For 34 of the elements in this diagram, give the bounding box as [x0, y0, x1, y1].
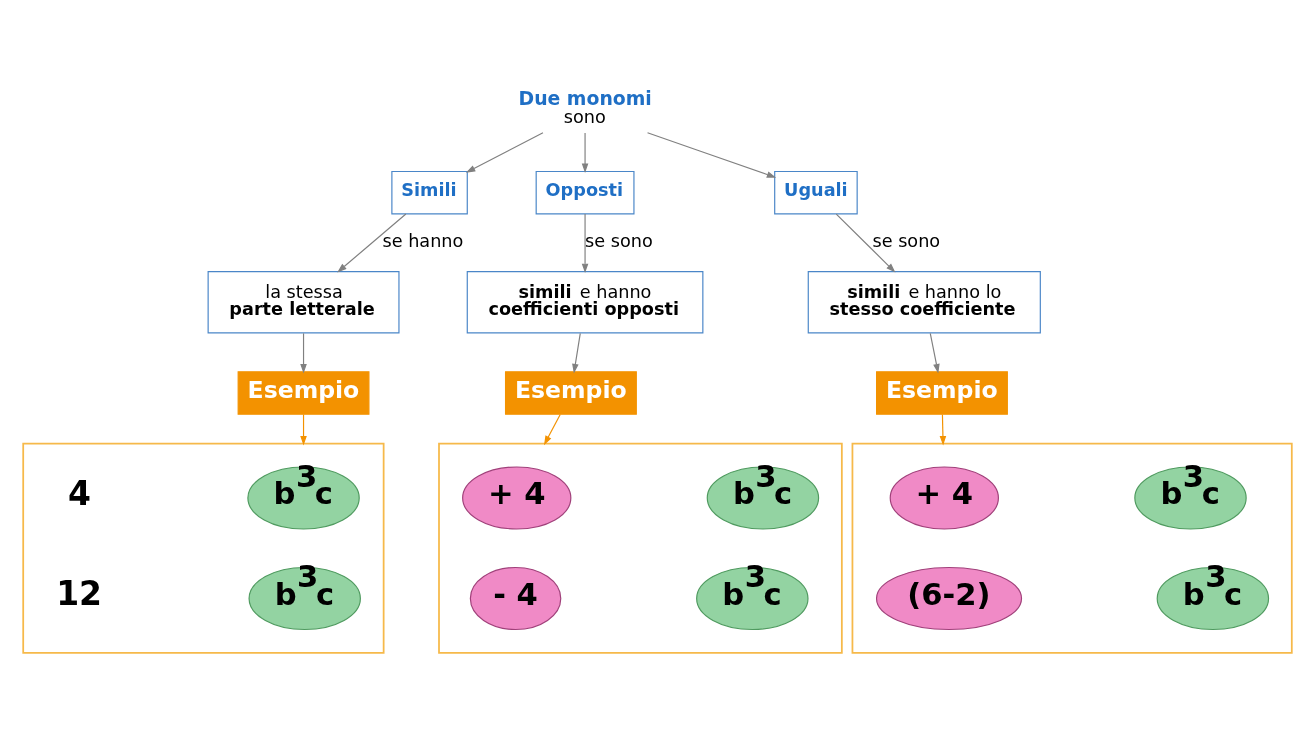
node-box: Simili: [391, 170, 468, 215]
cluster: [22, 442, 385, 654]
arrow: [337, 213, 407, 273]
arrow: [646, 132, 777, 178]
node-text: Due monomi sono: [518, 88, 652, 128]
node-ellipse: - 4: [469, 566, 562, 631]
edge-label: se hanno: [382, 230, 464, 251]
node-box: Opposti: [535, 170, 635, 215]
node-ellipse: + 4: [462, 466, 572, 530]
node-box: simili e hanno coefficienti opposti: [466, 271, 704, 334]
node-box: Esempio: [504, 371, 637, 415]
arrow: [835, 213, 896, 273]
node-box: Esempio: [237, 371, 370, 415]
label: 4: [67, 473, 91, 513]
arrow: [543, 413, 561, 446]
arrow: [939, 413, 947, 446]
arrow: [465, 132, 544, 173]
node-box: la stessa parte letterale: [207, 271, 400, 334]
arrow: [929, 332, 940, 374]
edge-label: se sono: [585, 230, 653, 251]
cluster: [851, 442, 1293, 654]
node-ellipse: (6-2): [875, 566, 1023, 631]
arrow: [581, 213, 589, 274]
node-box: simili e hanno lo stesso coefficiente: [807, 271, 1041, 334]
arrow: [300, 332, 307, 374]
arrow: [572, 332, 581, 374]
arrow: [581, 132, 589, 173]
edge-label: se sono: [872, 230, 941, 251]
label: 12: [56, 574, 103, 614]
arrow: [300, 413, 307, 446]
cluster: [438, 442, 843, 654]
node-box: Esempio: [876, 371, 1008, 415]
node-ellipse: + 4: [889, 466, 999, 530]
node-box: Uguali: [774, 170, 858, 215]
